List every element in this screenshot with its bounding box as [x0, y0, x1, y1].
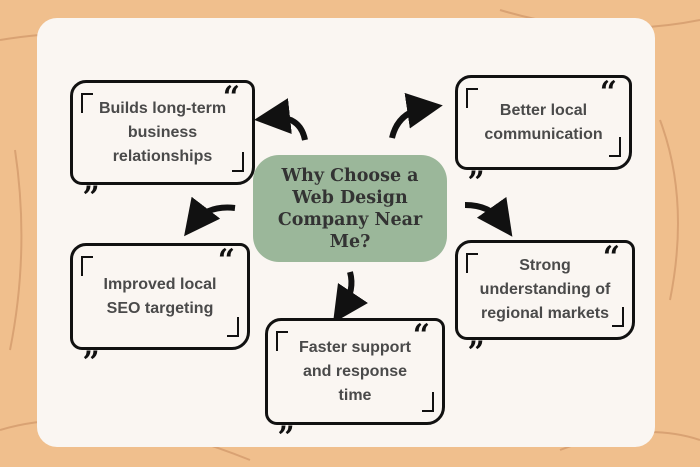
reason-box-relationships: “ „ Builds long-term business relationshi…	[70, 80, 255, 196]
arrow-top-right	[389, 92, 443, 139]
arrow-bottom	[333, 271, 368, 323]
close-quote-icon: „	[278, 403, 296, 438]
reason-box-markets: “ „ Strong understanding of regional mark…	[455, 240, 635, 351]
central-topic: Why Choose a Web Design Company Near Me?	[253, 155, 447, 262]
reason-text: Builds long-term business relationships	[98, 99, 227, 165]
reason-box-seo: “ „ Improved local SEO targeting	[70, 243, 250, 361]
reason-box-communication: “ „ Better local communication	[455, 75, 632, 181]
open-quote-icon: “	[222, 80, 240, 115]
close-quote-icon: „	[468, 148, 486, 183]
close-quote-icon: „	[83, 328, 101, 363]
reason-text: Faster support and response time	[298, 338, 411, 404]
reason-box-support: “ „ Faster support and response time	[265, 318, 445, 436]
reason-text: Improved local SEO targeting	[103, 275, 217, 317]
reason-text: Better local communication	[484, 101, 603, 143]
arrow-left	[184, 196, 236, 237]
open-quote-icon: “	[412, 318, 430, 353]
close-quote-icon: „	[468, 318, 486, 353]
open-quote-icon: “	[602, 240, 620, 275]
open-quote-icon: “	[599, 75, 617, 110]
reason-text: Strong understanding of regional markets	[479, 257, 611, 322]
arrow-right	[464, 196, 513, 237]
close-quote-icon: „	[83, 163, 101, 198]
open-quote-icon: “	[217, 243, 235, 278]
arrow-top-left	[254, 98, 308, 141]
